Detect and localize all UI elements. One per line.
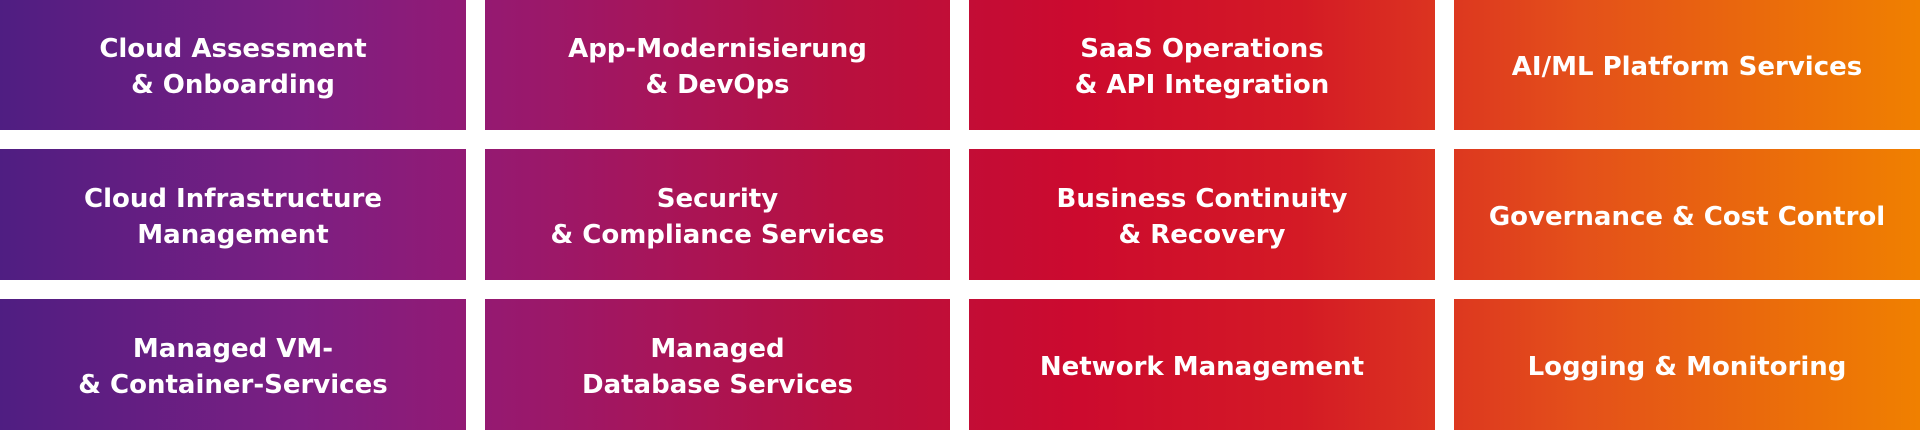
tile-label: Logging & Monitoring: [1527, 351, 1847, 382]
tile-cloud-infrastructure-management[interactable]: Cloud Infrastructure Management: [0, 149, 466, 280]
tile-security-compliance-services[interactable]: Security & Compliance Services: [485, 149, 950, 280]
tile-network-management[interactable]: Network Management: [969, 299, 1435, 430]
tile-ai-ml-platform-services[interactable]: AI/ML Platform Services: [1454, 0, 1920, 130]
tile-app-modernisierung-devops[interactable]: App-Modernisierung & DevOps: [485, 0, 950, 130]
tile-logging-monitoring[interactable]: Logging & Monitoring: [1454, 299, 1920, 430]
tile-label: Network Management: [1039, 351, 1365, 382]
tile-governance-cost-control[interactable]: Governance & Cost Control: [1454, 149, 1920, 280]
tile-business-continuity-recovery[interactable]: Business Continuity & Recovery: [969, 149, 1435, 280]
tile-label: App-Modernisierung & DevOps: [568, 34, 867, 100]
tile-label: Managed VM- & Container-Services: [78, 333, 388, 400]
tile-saas-operations-api-integration[interactable]: SaaS Operations & API Integration: [969, 0, 1435, 130]
tile-managed-database-services[interactable]: Managed Database Services: [485, 299, 950, 430]
tile-label: Business Continuity & Recovery: [1056, 183, 1348, 250]
tile-label: AI/ML Platform Services: [1511, 52, 1863, 82]
tile-label: Cloud Assessment & Onboarding: [99, 34, 367, 100]
tile-managed-vm-container-services[interactable]: Managed VM- & Container-Services: [0, 299, 466, 430]
tile-label: SaaS Operations & API Integration: [1074, 34, 1330, 100]
tile-label: Governance & Cost Control: [1488, 201, 1886, 232]
tile-cloud-assessment-onboarding[interactable]: Cloud Assessment & Onboarding: [0, 0, 466, 130]
tile-label: Managed Database Services: [582, 333, 853, 400]
tile-label: Cloud Infrastructure Management: [84, 183, 382, 250]
tile-label: Security & Compliance Services: [550, 183, 885, 250]
